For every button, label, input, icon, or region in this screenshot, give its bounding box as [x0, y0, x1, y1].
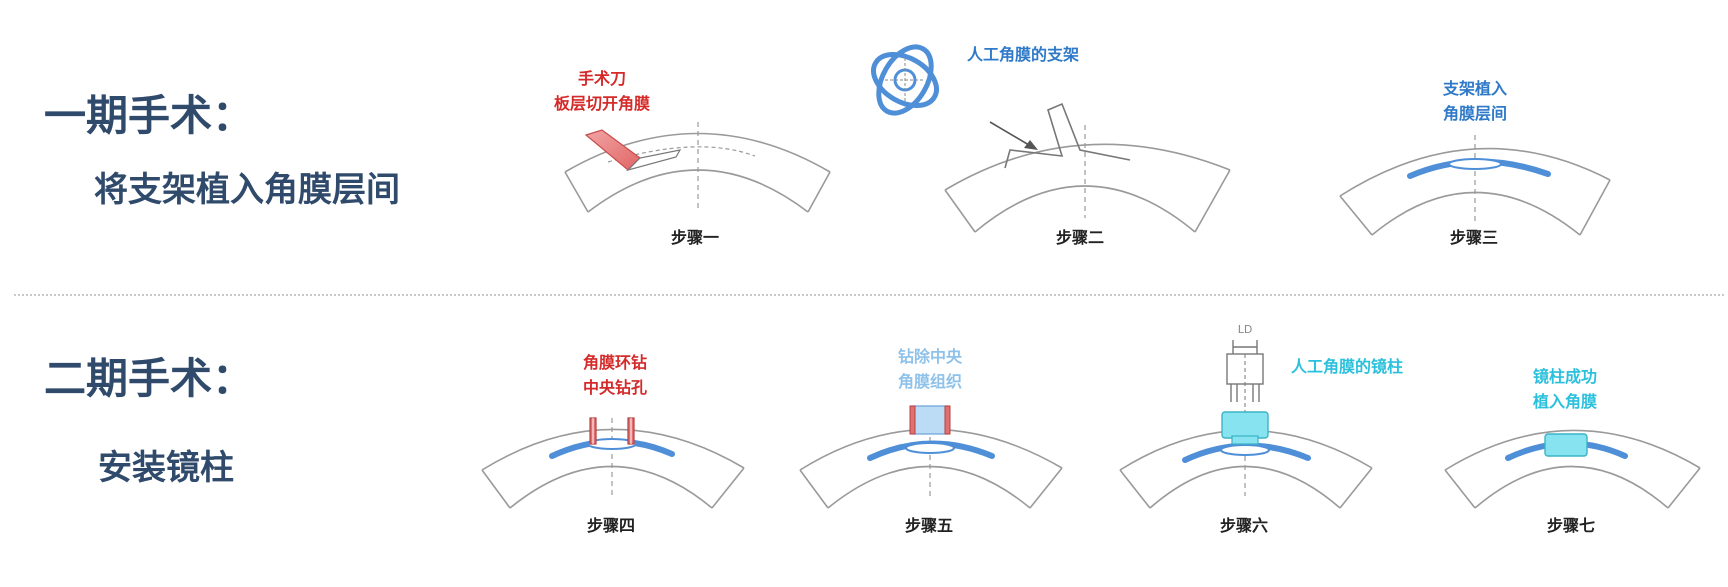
- step2-label: 步骤二: [1056, 228, 1105, 247]
- step2-annotation-line1: 人工角膜的支架: [966, 45, 1079, 64]
- step6-dimension-label: LD: [1237, 323, 1253, 336]
- step4-label: 步骤四: [587, 516, 636, 535]
- tissue-plug-icon: [909, 405, 951, 435]
- stage1-title: 一期手术：: [44, 91, 255, 140]
- step4-annotation-line2: 中央钻孔: [582, 378, 647, 397]
- arrow-icon: [989, 121, 1038, 150]
- step4-annotation: 角膜环钻 中央钻孔: [565, 350, 665, 400]
- step1-cornea: [564, 122, 831, 213]
- step6-annotation: 人工角膜的镜柱: [1272, 354, 1422, 379]
- installed-post-icon: [1544, 433, 1588, 457]
- trephine-icon: [589, 417, 635, 445]
- step3-annotation-line1: 支架植入: [1442, 79, 1507, 98]
- step5-annotation-line1: 钻除中央: [897, 347, 962, 366]
- step2-cornea: [944, 125, 1231, 233]
- step5-annotation-line2: 角膜组织: [897, 372, 962, 391]
- optic-post-icon: [1221, 411, 1269, 445]
- corneal-flap: [1004, 102, 1131, 169]
- step1-annotation-line1: 手术刀: [577, 69, 626, 88]
- step7-cornea: [1444, 429, 1701, 509]
- step4-cornea: [481, 418, 745, 509]
- step3-cornea: [1339, 135, 1611, 236]
- step6-implant: [1182, 442, 1311, 463]
- step3-label: 步骤三: [1450, 228, 1499, 247]
- step6-label: 步骤六: [1220, 516, 1269, 535]
- stage1-subtitle: 将支架植入角膜层间: [94, 170, 400, 210]
- step4-implant: [549, 438, 675, 459]
- step1-annotation-line2: 板层切开角膜: [553, 94, 650, 113]
- scaffold-icon: [871, 44, 939, 116]
- step5-annotation: 钻除中央 角膜组织: [880, 344, 980, 394]
- optic-holder-icon: [1226, 340, 1264, 412]
- step4-annotation-line1: 角膜环钻: [582, 353, 647, 372]
- step7-annotation: 镜柱成功 植入角膜: [1515, 364, 1615, 414]
- step3-implant: [1407, 158, 1551, 179]
- step3-annotation-line2: 角膜层间: [1442, 104, 1507, 123]
- step1-label: 步骤一: [671, 228, 720, 247]
- step7-annotation-line2: 植入角膜: [1532, 392, 1597, 411]
- stage-divider: [14, 294, 1724, 296]
- step7-label: 步骤七: [1547, 516, 1596, 535]
- step7-annotation-line1: 镜柱成功: [1532, 367, 1597, 386]
- stage2-title: 二期手术：: [44, 354, 255, 403]
- step5-implant: [867, 440, 995, 461]
- step1-annotation: 手术刀 板层切开角膜: [540, 66, 664, 116]
- step5-label: 步骤五: [905, 516, 954, 535]
- step3-annotation: 支架植入 角膜层间: [1425, 76, 1525, 126]
- step6-annotation-line1: 人工角膜的镜柱: [1290, 357, 1403, 376]
- stage2-subtitle: 安装镜柱: [98, 448, 234, 488]
- step2-annotation: 人工角膜的支架: [948, 42, 1098, 67]
- knife-icon: [584, 129, 682, 172]
